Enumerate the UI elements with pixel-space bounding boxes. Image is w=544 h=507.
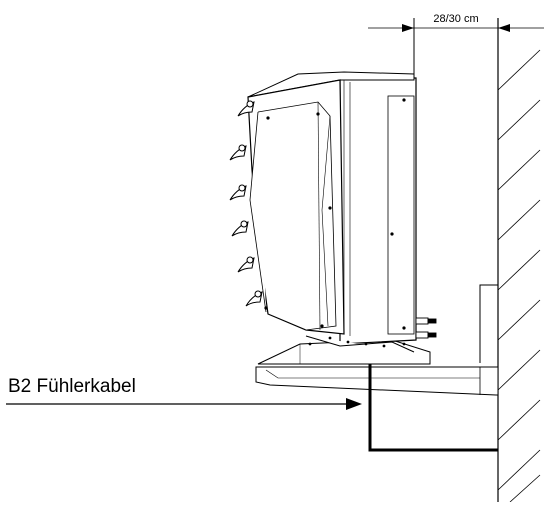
louvre-hook-1	[237, 100, 255, 117]
wall-bracket	[255, 284, 499, 396]
sensor-cable-label: B2 Fühlerkabel	[8, 376, 136, 397]
louvre-hook-2	[229, 144, 247, 161]
louvre-hook-5	[237, 256, 255, 273]
dimension-label: 28/30 cm	[433, 13, 478, 25]
wall-hatching	[497, 49, 541, 503]
pipe-connections	[415, 317, 437, 339]
dimension-marker: 28/30 cm	[368, 13, 544, 78]
louvre-hook-3	[229, 184, 247, 201]
dimension-arrow-left	[402, 24, 414, 32]
sensor-cable	[368, 364, 498, 452]
sensor-cable-callout: B2 Fühlerkabel	[6, 376, 362, 410]
louvre-hook-4	[231, 220, 249, 237]
louvre-hook-6	[245, 290, 263, 307]
outdoor-unit	[247, 71, 417, 353]
screws	[264, 98, 406, 348]
louvre-hooks	[229, 100, 263, 307]
wall	[497, 18, 541, 503]
callout-arrow-head	[346, 398, 362, 410]
dimension-arrow-right	[498, 24, 510, 32]
